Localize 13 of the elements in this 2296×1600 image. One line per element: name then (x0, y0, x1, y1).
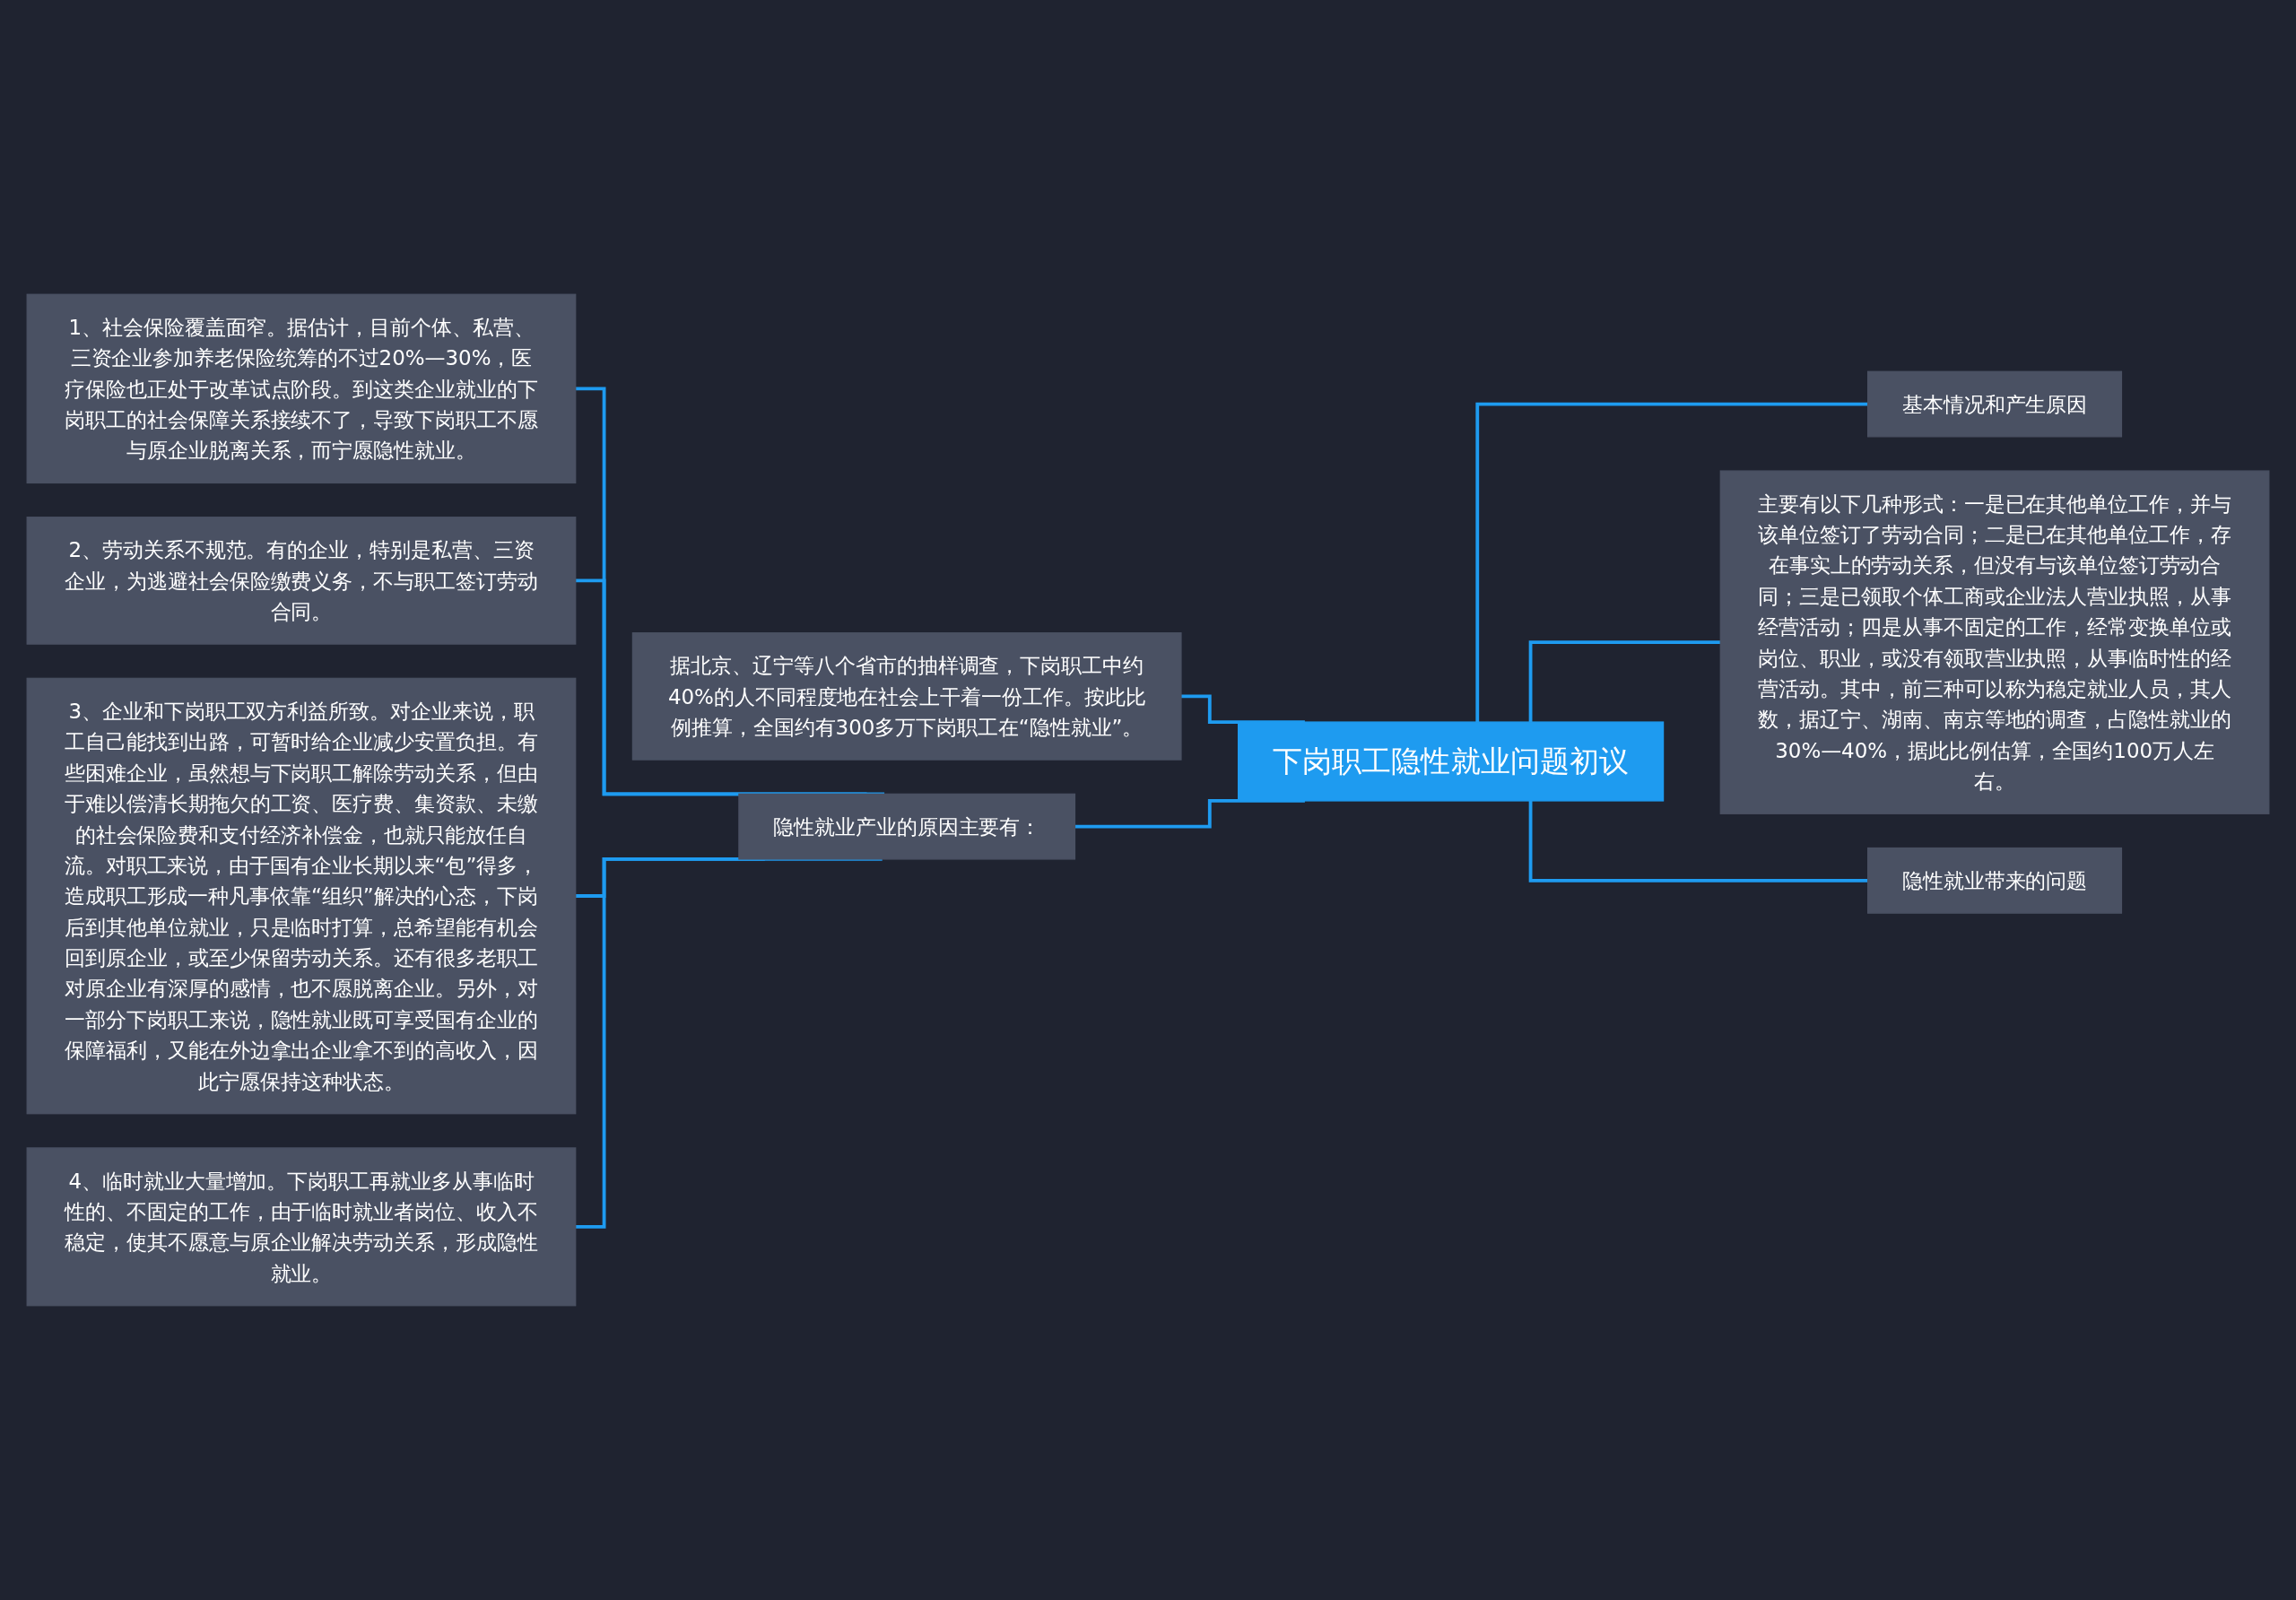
node-box: 隐性就业产业的原因主要有： (738, 793, 1076, 860)
node-box: 据北京、辽宁等八个省市的抽样调查，下岗职工中约40%的人不同程度地在社会上干着一份工作。按此比例推算，全国约有300多万下岗职工在“隐性就业”。 (631, 632, 1182, 761)
node-box: 主要有以下几种形式：一是已在其他单位工作，并与该单位签订了劳动合同；二是已在其他单位工作，存在事实上的劳动关系，但没有与该单位签订劳动合同；三是已领取个体工商或企业法人营业执照，从事经营活动；四是从事不固定的工作，经常变换单位或岗位、职业，或没有领取营业执照，从事临时性的经营活动。其中，前三种可以称为稳定就业人员，其人数，据辽宁、湖南、南京等地的调查，占隐性就业的30%—40%，据此比例估算，全国约100万人左右。 (1719, 470, 2270, 814)
node-box: 3、企业和下岗职工双方利益所致。对企业来说，职工自己能找到出路，可暂时给企业减少安置负担。有些困难企业，虽然想与下岗职工解除劳动关系，但由于难以偿清长期拖欠的工资、医疗费、集资款、未缴的社会保险费和支付经济补偿金，也就只能放任自流。对职工来说，由于国有企业长期以来“包”得多，造成职工形成一种凡事依靠“组织”解决的心态，下岗后到其他单位就业，只是临时打算，总希望能有机会回到原企业，或至少保留劳动关系。还有很多老职工对原企业有深厚的感情，也不愿脱离企业。另外，对一部分下岗职工来说，隐性就业既可享受国有企业的保障福利，又能在外边拿出企业拿不到的高收入，因此宁愿保持这种状态。 (26, 677, 577, 1115)
node-box: 基本情况和产生原因 (1867, 370, 2123, 438)
connector (1528, 800, 1868, 883)
connector (1475, 402, 1868, 723)
node-box: 4、临时就业大量增加。下岗职工再就业多从事临时性的、不固定的工作，由于临时就业者岗位、收入不稳定，使其不愿意与原企业解决劳动关系，形成隐性就业。 (26, 1147, 577, 1307)
connector (1528, 640, 1721, 723)
node-box: 隐性就业带来的问题 (1867, 847, 2123, 914)
node-box: 下岗职工隐性就业问题初议 (1238, 721, 1665, 802)
node-box: 2、劳动关系不规范。有的企业，特别是私营、三资企业，为逃避社会保险缴费义务，不与职工签订劳动合同。 (26, 517, 577, 645)
node-box: 1、社会保险覆盖面窄。据估计，目前个体、私营、三资企业参加养老保险统筹的不过20%—30%，医疗保险也正处于改革试点阶段。到这类企业就业的下岗职工的社会保障关系接续不了，导致下岗职工不愿与原企业脱离关系，而宁愿隐性就业。 (26, 293, 577, 484)
